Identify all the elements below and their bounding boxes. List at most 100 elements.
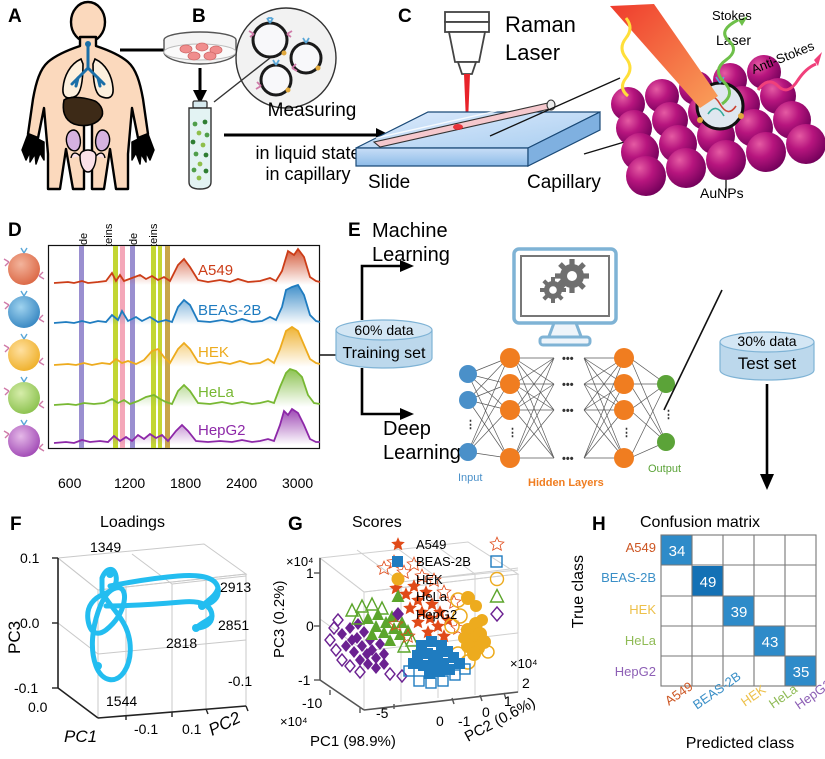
f-axis-pc2: PC2 — [205, 708, 244, 740]
test-pct-label: 30% data — [737, 333, 797, 349]
spectrum-label-a549: A549 — [198, 262, 233, 279]
f-axis-pc1: PC1 — [64, 727, 97, 746]
h-row-label-hek: HEK — [629, 602, 656, 617]
h-row-label-a549: A549 — [625, 540, 656, 555]
f-ytick-m01: -0.1 — [228, 673, 252, 689]
panel-label-b: B — [192, 6, 206, 27]
sample-vial-icon — [188, 100, 212, 190]
h-row-label-hela: HeLa — [624, 633, 656, 648]
g-ztick-m1: -1 — [298, 672, 311, 688]
cluster-beas2b — [403, 636, 471, 689]
g-xtick-m5: -5 — [376, 705, 389, 721]
petri-dish-icon — [163, 31, 237, 65]
g-axis-pc2: PC2 (0.6%) — [462, 694, 538, 745]
test-set-cylinder — [719, 331, 815, 381]
antistokes-wave-icon — [756, 52, 822, 92]
g-xtick-0: 0 — [436, 713, 444, 729]
capillary-state-label: in capillary — [265, 164, 351, 184]
nn-input-label: Input — [458, 472, 483, 484]
arrow-dish-to-vial — [193, 68, 207, 104]
training-set-label: Training set — [342, 345, 426, 362]
nn-hidden-label: Hidden Layers — [528, 477, 604, 489]
svg-text:•••: ••• — [562, 379, 574, 391]
panel-d-spectra-plot: A549 BEAS-2B HEK HeLa HepG2 — [47, 244, 321, 450]
legend-label-a549: A549 — [416, 537, 446, 552]
capillary-label: Capillary — [527, 172, 601, 193]
g-xtick-m10: -10 — [302, 695, 322, 711]
machine-learning-label-2: Learning — [372, 244, 450, 266]
gear-icon — [540, 259, 589, 303]
cluster-a549 — [376, 554, 466, 644]
f-ztick-m01: -0.1 — [14, 680, 38, 696]
g-ytick-0: 0 — [482, 704, 490, 720]
svg-text:⋮: ⋮ — [465, 419, 476, 431]
xtick-3000: 3000 — [282, 475, 314, 491]
g-ytick-2: 2 — [522, 675, 530, 691]
arrow-to-deep-learning — [360, 368, 414, 420]
computer-monitor-icon — [512, 247, 618, 347]
panel-label-e: E — [348, 220, 361, 241]
glass-slide-icon — [355, 98, 601, 167]
panel-label-d: D — [8, 220, 22, 241]
annot-1349: 1349 — [90, 539, 121, 555]
g-x-exp: ×10⁴ — [280, 714, 308, 729]
raman-objective-icon — [444, 11, 490, 122]
panel-h-title: Confusion matrix — [640, 514, 761, 531]
svg-text:•••: ••• — [562, 453, 574, 465]
line-nn-to-testset — [663, 289, 723, 411]
legend-label-hela: HeLa — [416, 589, 448, 604]
deep-learning-label-1: Deep — [383, 418, 431, 440]
panel-h-xaxis-label: Predicted class — [685, 735, 795, 752]
h-row-label-hepg2: HepG2 — [614, 664, 656, 679]
legend-label-hek: HEK — [416, 572, 443, 587]
raman-laser-label-1: Raman — [505, 12, 576, 37]
g-axis-pc3: PC3 (0.2%) — [271, 580, 288, 658]
svg-text:⋮: ⋮ — [663, 409, 674, 421]
stokes-label: Stokes — [712, 8, 752, 23]
f-xtick-m01: -0.1 — [134, 721, 158, 737]
panel-label-f: F — [10, 514, 22, 535]
spectrum-label-hela: HeLa — [198, 384, 235, 401]
cluster-hek — [444, 591, 495, 670]
deep-learning-label-2: Learning — [383, 442, 461, 464]
legend-label-hepg2: HepG2 — [416, 607, 457, 622]
raman-laser-label-2: Laser — [505, 40, 561, 65]
panel-a-body-diagram — [21, 0, 155, 191]
inset-pointer-line — [213, 57, 271, 103]
panel-d-vesicle-icons — [3, 247, 45, 457]
spectrum-label-hek: HEK — [198, 344, 229, 361]
h-cell-value-0: 34 — [669, 543, 686, 560]
nn-output-label: Output — [648, 463, 682, 475]
spectrum-label-hepg2: HepG2 — [198, 422, 246, 439]
stokes-wave-icon — [717, 16, 748, 106]
g-ytick-1: 1 — [504, 693, 512, 709]
training-set-cylinder — [335, 319, 433, 369]
training-pct-label: 60% data — [354, 322, 414, 338]
panel-label-c: C — [398, 6, 412, 27]
g-ytick-m1: -1 — [458, 713, 471, 729]
annot-2851: 2851 — [218, 617, 249, 633]
annot-2818: 2818 — [166, 635, 197, 651]
f-xtick-00: 0.0 — [28, 699, 48, 715]
test-set-label: Test set — [737, 354, 797, 373]
g-axis-pc1: PC1 (98.9%) — [310, 733, 396, 750]
incoming-laser-beam — [610, 4, 718, 108]
panel-label-a: A — [8, 6, 22, 27]
panel-g-legend: A549 BEAS-2B HEK HeLa HepG2 — [391, 536, 505, 623]
panel-d-xaxis: 600 1200 1800 2400 3000 — [48, 475, 320, 493]
annot-2913: 2913 — [220, 579, 251, 595]
f-axis-pc3: PC3 — [5, 621, 24, 654]
vesicle-inset-zoom — [235, 7, 337, 109]
panel-label-h: H — [592, 514, 606, 535]
g-ztick-1: 1 — [306, 565, 314, 581]
measuring-label: Measuring — [267, 100, 357, 121]
spectrum-label-beas2b: BEAS-2B — [198, 302, 261, 319]
svg-text:•••: ••• — [562, 353, 574, 365]
aunps-label: AuNPs — [700, 185, 744, 201]
h-cell-value-4: 35 — [793, 664, 810, 681]
g-ztick-0: 0 — [306, 618, 314, 634]
g-z-exp: ×10⁴ — [286, 554, 314, 569]
h-cell-value-3: 43 — [762, 634, 779, 651]
legend-label-beas2b: BEAS-2B — [416, 554, 471, 569]
panel-f-loadings-3d: 1349 2913 2851 2818 1544 0.1 0.0 -0.1 0.… — [5, 539, 252, 746]
